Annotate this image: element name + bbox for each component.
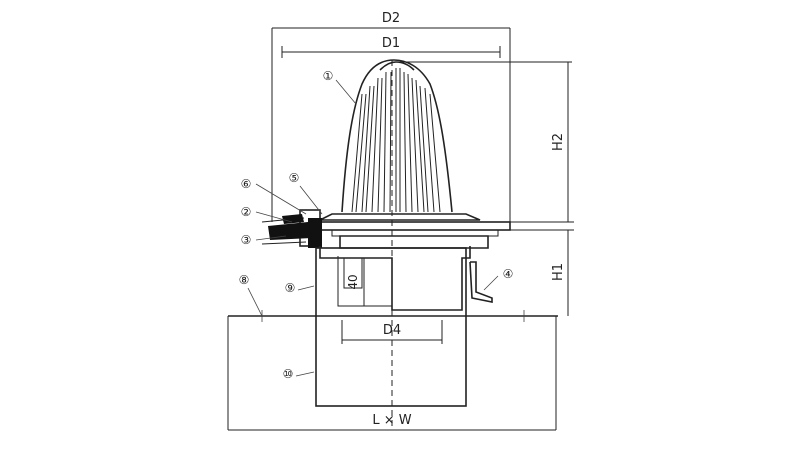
drain-body [299,209,511,311]
part-10-label: ⑩ [283,367,294,381]
d1-label: D1 [382,36,400,51]
part-9-label: ⑨ [285,281,296,295]
part-3-label: ③ [241,233,252,247]
membrane-layers [261,214,312,245]
d2-label: D2 [382,11,400,26]
d4-label: D4 [383,323,401,338]
sleeve-pipe [315,247,467,407]
part-4-label: ④ [503,267,514,281]
part-2-label: ② [241,205,252,219]
h1-label: H1 [551,263,566,281]
part-8-label: ⑧ [239,273,250,287]
d4-dimension [341,320,443,344]
part-6-label: ⑥ [241,177,252,191]
dimension-frame [271,27,574,316]
leader-lines [247,79,499,377]
part-1-label: ① [323,69,334,83]
dome-strainer [319,59,481,221]
lxw-label: L × W [372,413,411,428]
dim-40-label: 40 [346,274,360,289]
h2-label: H2 [551,133,566,151]
part-5-label: ⑤ [289,171,300,185]
